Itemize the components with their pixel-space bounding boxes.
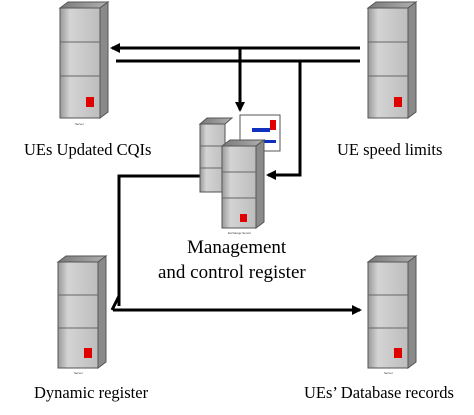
server-ues-cqis: Server <box>58 1 110 126</box>
arrow-speed-to-management <box>266 61 302 180</box>
connection-arrows <box>110 43 362 315</box>
exchange-server-icon <box>220 139 266 229</box>
label-dynamic-register: Dynamic register <box>34 383 149 402</box>
label-management: Management <box>187 237 287 258</box>
server-icon <box>56 255 108 369</box>
label-ues-database-records: UEs’ Database records <box>304 383 454 402</box>
server-dynamic: Server <box>56 255 108 375</box>
server-ue-db: Server <box>366 255 418 375</box>
svg-text:Server: Server <box>384 371 393 375</box>
server-icon <box>198 117 234 193</box>
server-management: Exchange Server <box>198 114 281 235</box>
label-ue-speed-limits: UE speed limits <box>337 140 443 159</box>
server-icon <box>58 1 110 119</box>
server-ue-speed <box>366 1 418 119</box>
label-control-register: and control register <box>158 262 306 283</box>
line-management-to-dynamic <box>117 174 200 306</box>
svg-text:Server: Server <box>75 122 84 126</box>
server-icon <box>366 1 418 119</box>
arrow-into-dynamic <box>110 295 121 311</box>
svg-text:Server: Server <box>74 371 83 375</box>
svg-text:Exchange Server: Exchange Server <box>228 231 251 235</box>
server-icon <box>366 255 418 369</box>
label-ues-updated-cqis: UEs Updated CQIs <box>24 140 152 159</box>
